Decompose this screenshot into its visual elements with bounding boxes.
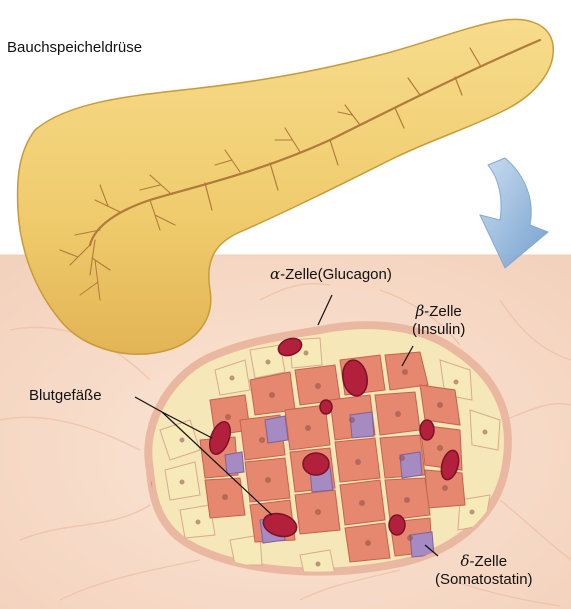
alpha-cell-text: -Zelle(Glucagon): [280, 266, 392, 283]
organ-title: Bauchspeicheldrüse: [7, 39, 142, 57]
delta-cell-text: -Zelle: [470, 553, 508, 570]
islet-of-langerhans: [139, 325, 508, 578]
alpha-symbol: α: [270, 265, 280, 283]
beta-cell-text: -Zelle: [424, 303, 462, 320]
blood-vessel-label: Blutgefäße: [29, 387, 102, 405]
alpha-cell-label: α-Zelle(Glucagon): [270, 265, 392, 284]
beta-symbol: β: [416, 302, 425, 320]
curved-arrow-icon: [480, 158, 548, 268]
delta-symbol: δ: [461, 552, 470, 570]
beta-cell-hormone: (Insulin): [412, 321, 465, 339]
beta-cell-label: β-Zelle (Insulin): [412, 302, 465, 339]
delta-cell-hormone: (Somatostatin): [435, 571, 533, 589]
delta-cell-label: δ-Zelle (Somatostatin): [435, 552, 533, 589]
